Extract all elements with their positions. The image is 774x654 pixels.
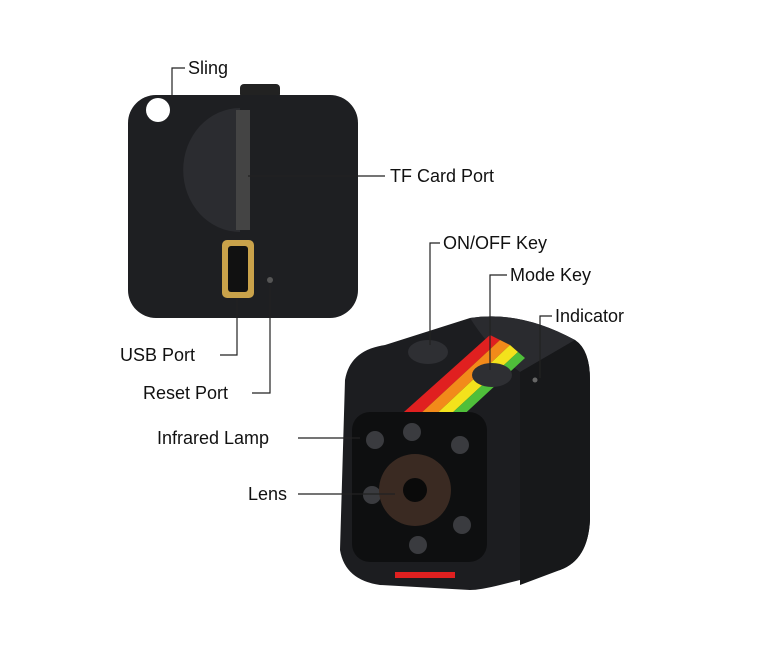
label-mode-key: Mode Key xyxy=(510,265,592,285)
mode-key xyxy=(472,363,512,387)
label-lens: Lens xyxy=(248,484,288,504)
tf-card-slot-recess xyxy=(183,108,240,232)
camera-back-view xyxy=(128,84,358,318)
lens xyxy=(403,478,427,502)
leader-lines xyxy=(171,67,552,495)
label-indicator: Indicator xyxy=(555,306,625,326)
on-off-key xyxy=(408,340,448,364)
label-usb-port: USB Port xyxy=(120,345,196,365)
label-tf-card-port: TF Card Port xyxy=(390,166,495,186)
top-button xyxy=(240,84,280,98)
label-infrared-lamp: Infrared Lamp xyxy=(157,428,270,448)
label-sling: Sling xyxy=(188,58,229,78)
indicator-light xyxy=(532,377,538,383)
tf-card-slot xyxy=(236,110,250,230)
infrared-lamps xyxy=(363,423,471,554)
label-reset-port: Reset Port xyxy=(143,383,229,403)
sling-hole xyxy=(146,98,170,122)
reset-port xyxy=(267,277,273,283)
camera-front-view xyxy=(340,316,590,590)
label-on-off-key: ON/OFF Key xyxy=(443,233,548,253)
